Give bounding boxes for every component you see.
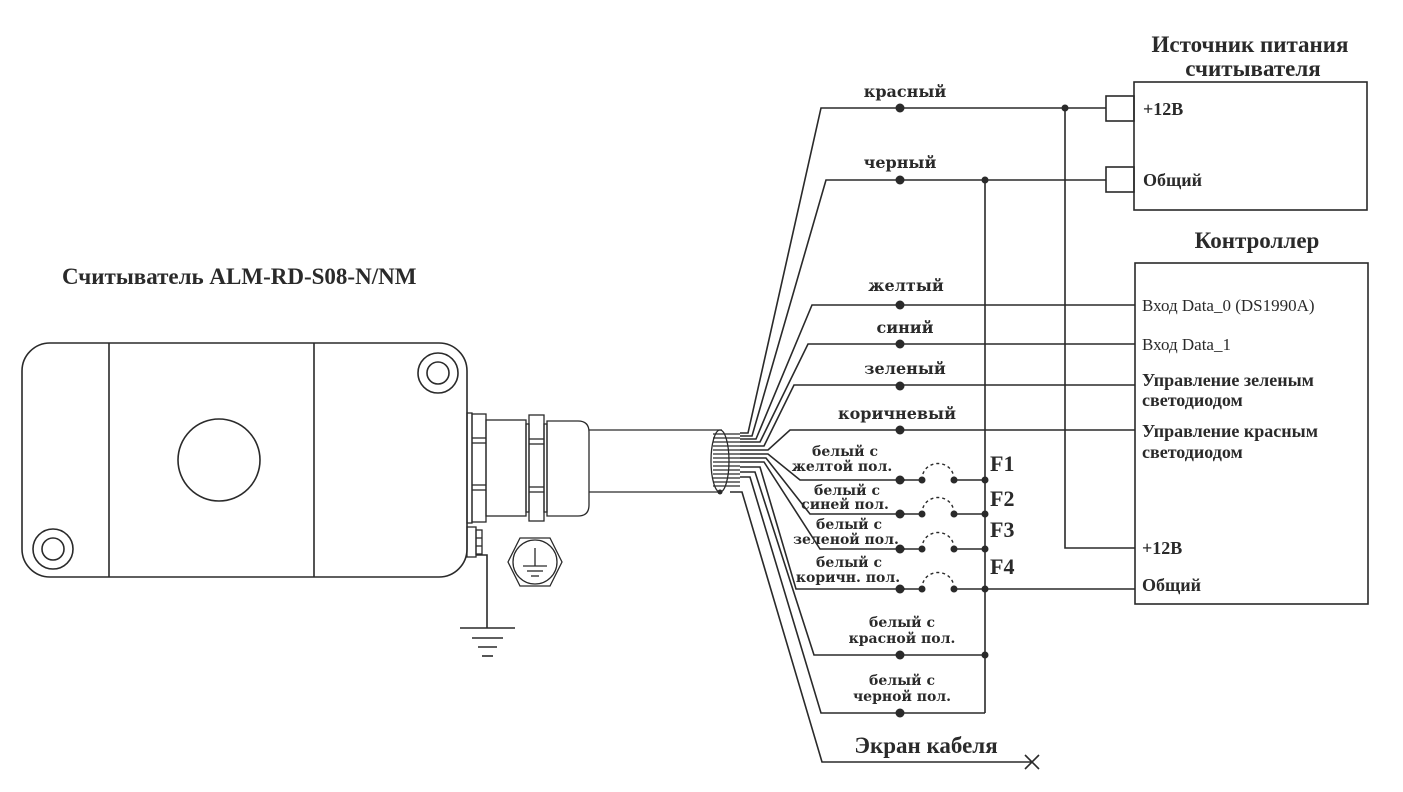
reader-title: Считыватель ALM-RD-S08-N/NM (62, 264, 417, 289)
label-wire-red: красный (864, 82, 947, 101)
fuse-label-f3: F3 (990, 517, 1014, 542)
cable (589, 429, 740, 495)
fuse-label-f1: F1 (990, 451, 1014, 476)
fuse-label-f4: F4 (990, 554, 1014, 579)
label-wire-white-green-1: белый с (816, 516, 882, 533)
controller-title: Контроллер (1195, 228, 1320, 253)
label-wire-white-black-2: черной пол. (853, 688, 951, 705)
power-supply-block (1105, 81, 1368, 211)
controller-terminal-green-led-1: Управление зеленым (1142, 370, 1314, 390)
wire-black (740, 179, 1106, 437)
fuse-icon-f3 (895, 532, 989, 554)
controller-terminal-red-led-2: светодиодом (1142, 442, 1243, 462)
wire-brown (740, 429, 1135, 451)
wire-white-blue (740, 457, 905, 515)
label-wire-green: зеленый (864, 359, 946, 378)
power-supply-terminal-common: Общий (1143, 170, 1202, 190)
label-wire-white-blue-2: синей пол. (801, 496, 889, 513)
wire-white-yellow (740, 453, 905, 481)
controller-terminal-common: Общий (1142, 575, 1201, 595)
wire-yellow (740, 304, 1135, 440)
wire-shield (730, 491, 1032, 763)
label-wire-brown: коричневый (838, 404, 956, 423)
cable-gland (466, 412, 590, 524)
ground-wire (476, 554, 488, 628)
controller-block (1134, 262, 1369, 605)
controller-terminal-red-led-1: Управление красным (1142, 421, 1318, 441)
controller-terminal-data1: Вход Data_1 (1142, 335, 1231, 354)
wire-green (740, 384, 1135, 447)
wire-white-green (740, 461, 905, 550)
screw-icon (32, 528, 74, 570)
controller-terminal-green-led-2: светодиодом (1142, 390, 1243, 410)
protective-earth-icon (507, 537, 563, 587)
wire-blue (740, 343, 1135, 443)
label-wire-yellow: желтый (868, 276, 944, 295)
wire-red (740, 107, 1106, 434)
terminal-connector (1105, 166, 1135, 193)
fuse-icon-f1 (895, 463, 989, 485)
fuse-icon-f2 (895, 497, 989, 519)
ground-icon (460, 627, 515, 657)
terminal-connector (1105, 95, 1135, 122)
label-wire-white-blue-1: белый с (814, 482, 880, 499)
fuse-label-f2: F2 (990, 486, 1014, 511)
label-wire-white-brown-1: белый с (816, 554, 882, 571)
wires (730, 103, 1135, 770)
label-cable-shield: Экран кабеля (854, 733, 997, 758)
label-wire-white-black-1: белый с (869, 672, 935, 689)
label-wire-black: черный (864, 153, 937, 172)
power-supply-title-2: считывателя (1185, 56, 1320, 81)
reader-body (21, 342, 468, 578)
power-supply-terminal-12v: +12В (1143, 99, 1183, 119)
label-wire-white-green-2: зеленой пол. (793, 531, 899, 548)
x-mark-icon (1024, 754, 1040, 770)
reader-window-icon (177, 418, 261, 502)
label-wire-white-yellow-1: белый с (812, 443, 878, 460)
controller-terminal-data0: Вход Data_0 (DS1990A) (1142, 296, 1315, 315)
label-wire-white-red-2: красной пол. (849, 630, 956, 647)
label-wire-white-yellow-2: желтой пол. (792, 458, 893, 475)
label-wire-white-brown-2: коричн. пол. (796, 570, 900, 586)
wire-12v-to-controller (1064, 108, 1135, 549)
wire-white-brown (740, 466, 905, 590)
screw-icon (417, 352, 459, 394)
fuse-icon-f4 (895, 572, 989, 594)
label-wire-blue: синий (876, 318, 933, 337)
power-supply-title-1: Источник питания (1151, 32, 1348, 57)
controller-terminal-12v: +12В (1142, 538, 1182, 558)
label-wire-white-red-1: белый с (869, 614, 935, 631)
ground-bolt (466, 526, 483, 558)
